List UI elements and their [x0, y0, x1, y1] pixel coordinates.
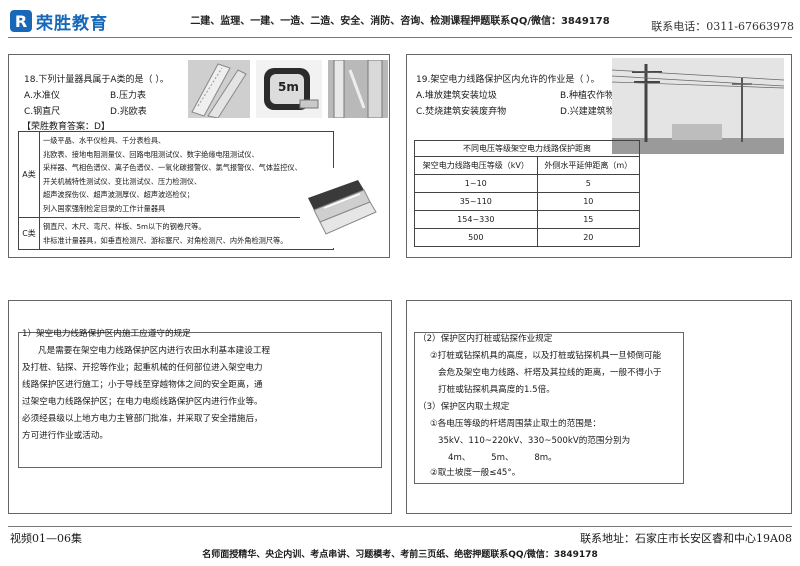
power-line-photo: [612, 58, 784, 154]
protection-distance-table: 架空电力线路电压等级（kV） 外侧水平延伸距离（m） 1~10 5 35~110…: [414, 156, 641, 247]
table-row: 1~10 5: [414, 174, 641, 193]
voltage-cell: 154~330: [414, 210, 538, 229]
drilling-line: （2）保护区内打桩或钻探作业规定: [418, 334, 553, 344]
rules-title: 1）架空电力线路保护区内施工应遵守的规定: [22, 329, 191, 339]
header-voltage: 架空电力线路电压等级（kV）: [414, 156, 538, 175]
logo-text: 荣胜教育: [36, 13, 108, 34]
distance-cell: 20: [536, 228, 641, 247]
tape-measure-label: 5m: [278, 80, 299, 94]
list-item: 列入国家强制检定目录的工作计量器具: [43, 203, 166, 213]
testing-device-photo: [300, 168, 386, 248]
distance-cell: 15: [536, 210, 641, 229]
list-item: 采样器、气相色谱仪、离子色谱仪、一氧化碳报警仪、氯气报警仪、气体监控仪、: [43, 163, 302, 172]
question-19-text: 19.架空电力线路保护区内允许的作业是（ ）。: [416, 75, 600, 85]
ruler-photo: [328, 60, 388, 118]
q18-answer: 【荣胜教育答案：D】: [22, 122, 110, 132]
rules-line: 必须经县级以上地方电力主管部门批准，并采取了安全措施后，: [22, 414, 263, 424]
rules-line: 及打桩、钻探、开挖等作业；起重机械的任何部位进入架空电力: [22, 363, 263, 373]
footer-divider: [8, 526, 792, 527]
instrument-category-table: A类 一级平晶、水平仪检具、千分表检具、 兆欧表、接地电阻测量仪、回路电阻测试仪…: [18, 131, 334, 250]
table-row: C类 钢直尺、木尺、弯尺、样板、5m以下的钢卷尺等。 非标准计量器具，如垂直检测…: [18, 217, 334, 250]
list-item: 兆欧表、接地电阻测量仪、回路电阻测试仪、数字绝缘电阻测试仪、: [43, 149, 259, 159]
table-row: A类 一级平晶、水平仪检具、千分表检具、 兆欧表、接地电阻测量仪、回路电阻测试仪…: [18, 131, 334, 218]
distance-cell: 5: [536, 174, 641, 193]
drilling-line: 会危及架空电力线路、杆塔及其拉线的距离，一般不得小于: [438, 368, 662, 378]
list-item: 钢直尺、木尺、弯尺、样板、5m以下的钢卷尺等。: [43, 222, 206, 231]
protection-rules-box: [18, 332, 382, 468]
testing-device-icon: [308, 180, 377, 235]
logo-mark-icon: R: [10, 10, 32, 32]
rules-line: 过架空电力线路保护区；在电力电缆线路保护区内进行作业等。: [22, 397, 263, 407]
drilling-line: （3）保护区内取土规定: [418, 402, 510, 412]
category-a-list: 一级平晶、水平仪检具、千分表检具、 兆欧表、接地电阻测量仪、回路电阻测试仪、数字…: [39, 131, 334, 218]
video-episode-label: 视频01—06集: [10, 532, 82, 545]
drilling-line: 打桩或钻探机具高度的1.5倍。: [438, 385, 555, 395]
distance-cell: 10: [536, 192, 641, 211]
q18-option-b: B.压力表: [110, 91, 147, 101]
list-item: 非标准计量器具，如垂直检测尺、游标塞尺、对角检测尺、内外角检测尺等。: [43, 235, 288, 245]
voltage-cell: 1~10: [414, 174, 538, 193]
power-tower-icon: [612, 58, 784, 154]
voltage-cell: 500: [414, 228, 538, 247]
drilling-line: ②打桩或钻探机具的高度，以及打桩或钻探机具一旦倾倒可能: [430, 351, 662, 361]
header-distance: 外侧水平延伸距离（m）: [536, 156, 641, 175]
header-divider: [8, 37, 792, 38]
q19-option-b: B.种植农作物: [560, 91, 615, 101]
category-a-cell: A类: [18, 131, 40, 218]
table-header-row: 架空电力线路电压等级（kV） 外侧水平延伸距离（m）: [414, 156, 641, 175]
ruler-icon: [328, 60, 388, 118]
contact-phone: 联系电话：0311-67663978: [651, 20, 794, 33]
table-row: 154~330 15: [414, 210, 641, 229]
question-18-text: 18.下列计量器具属于A类的是（ ）。: [24, 75, 169, 85]
list-item: 一级平晶、水平仪检具、千分表检具、: [43, 136, 166, 145]
level-instrument-icon: [188, 60, 250, 118]
voltage-cell: 35~110: [414, 192, 538, 211]
rules-line: 凡是需要在架空电力线路保护区内进行农田水利基本建设工程: [38, 346, 271, 356]
table-row: 500 20: [414, 228, 641, 247]
category-c-list: 钢直尺、木尺、弯尺、样板、5m以下的钢卷尺等。 非标准计量器具，如垂直检测尺、游…: [39, 217, 334, 250]
tape-measure-icon: [256, 60, 322, 118]
list-item: 开关机械特性测试仪、变比测试仪、压力检测仪、: [43, 176, 202, 186]
level-instrument-photo: [188, 60, 250, 118]
drilling-line: ②取土坡度一般≤45°。: [430, 468, 521, 478]
drilling-line: 4m、 5m、 8m。: [448, 453, 557, 463]
q19-option-d: D.兴建建筑物: [560, 107, 615, 117]
category-c-cell: C类: [18, 217, 40, 250]
logo: R 荣胜教育: [10, 8, 128, 34]
table-row: 35~110 10: [414, 192, 641, 211]
drilling-line: ①各电压等级的杆塔周围禁止取土的范围是：: [430, 419, 601, 429]
distance-table-title: 不同电压等级架空电力线路保护距离: [414, 140, 640, 157]
rules-line: 方可进行作业或活动。: [22, 431, 108, 441]
drilling-rules-box: [414, 332, 684, 484]
top-banner: 二建、监理、一建、一造、二造、安全、消防、咨询、检测课程押题联系QQ/微信：38…: [190, 16, 610, 27]
q19-option-a: A.堆放建筑安装垃圾: [416, 91, 497, 101]
footer-banner: 名师面授精华、央企内训、考点串讲、习题模考、考前三页纸、绝密押题联系QQ/微信：…: [202, 550, 598, 560]
tape-measure-photo: 5m: [256, 60, 322, 118]
rules-line: 线路保护区进行施工；小于导线至穿越物体之间的安全距离，通: [22, 380, 263, 390]
q18-option-a: A.水准仪: [24, 91, 60, 101]
drilling-line: 35kV、110~220kV、330~500kV的范围分别为: [438, 436, 631, 446]
q18-option-c: C.钢直尺: [24, 107, 61, 117]
q19-option-c: C.焚烧建筑安装废弃物: [416, 107, 507, 117]
list-item: 超声波探伤仪、超声波测厚仪、超声波巡检仪；: [43, 190, 194, 199]
contact-address: 联系地址：石家庄市长安区睿和中心19A08: [580, 532, 792, 545]
q18-option-d: D.兆欧表: [110, 107, 147, 117]
